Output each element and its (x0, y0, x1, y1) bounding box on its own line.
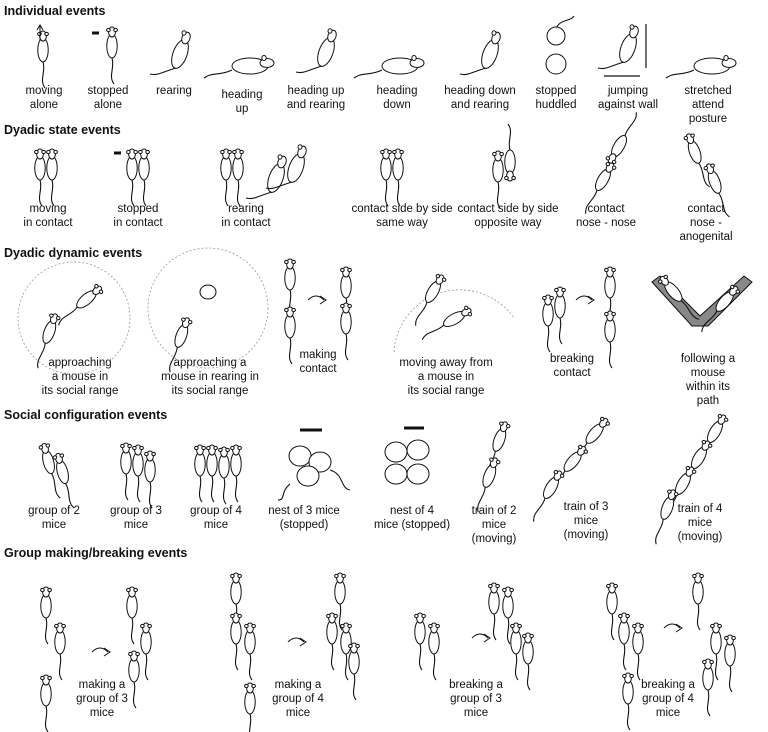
caption-nose-nose: contact nose - nose (575, 203, 637, 229)
caption-heading-down-rearing: heading down and rearing (444, 85, 516, 111)
caption-group-of-2: group of 2 mice (28, 505, 80, 531)
section-title-social-config: Social configuration events (4, 408, 168, 422)
caption-making-contact: making contact (299, 349, 337, 375)
caption-breaking-group-4: breaking a group of 4 mice (641, 679, 695, 719)
caption-nest-of-4: nest of 4 mice (stopped) (373, 505, 451, 531)
caption-rearing-in-contact: rearing in contact (221, 203, 271, 229)
caption-moving-alone: moving alone (25, 85, 63, 111)
caption-train-of-3: train of 3 mice (moving) (563, 501, 609, 541)
caption-stopped-huddled: stopped huddled (535, 85, 577, 111)
section-title-individual: Individual events (4, 4, 106, 18)
caption-approaching: approaching a mouse in its social range (41, 357, 119, 397)
caption-side-by-side-opposite: contact side by side opposite way (457, 203, 559, 229)
caption-stopped-alone: stopped alone (87, 85, 129, 111)
section-title-group-making: Group making/breaking events (4, 546, 188, 560)
caption-rearing: rearing (156, 85, 192, 97)
caption-group-of-4: group of 4 mice (190, 505, 242, 531)
caption-breaking-contact: breaking contact (549, 353, 595, 379)
caption-stopped-in-contact: stopped in contact (113, 203, 163, 229)
caption-group-of-3: group of 3 mice (110, 505, 162, 531)
caption-heading-up-rearing: heading up and rearing (286, 85, 346, 111)
caption-stretched-attend-posture: stretched attend posture (684, 85, 732, 125)
section-title-dyadic-dynamic: Dyadic dynamic events (4, 246, 143, 260)
caption-moving-away: moving away from a mouse in its social r… (399, 357, 493, 397)
caption-train-of-2: train of 2 mice (moving) (471, 505, 517, 545)
caption-moving-in-contact: moving in contact (23, 203, 73, 229)
caption-heading-down: heading down (376, 85, 418, 111)
caption-jumping-against-wall: jumping against wall (597, 85, 659, 111)
caption-side-by-side-same: contact side by side same way (351, 203, 453, 229)
caption-train-of-4: train of 4 mice (moving) (677, 503, 723, 543)
caption-approaching-rearing: approaching a mouse in rearing in its so… (161, 357, 259, 397)
section-title-dyadic-state: Dyadic state events (4, 123, 121, 137)
caption-following: following a mouse within its path (680, 353, 736, 407)
caption-heading-up: heading up (221, 89, 263, 115)
caption-making-group-3: making a group of 3 mice (76, 679, 128, 719)
caption-making-group-4: making a group of 4 mice (272, 679, 324, 719)
caption-breaking-group-3: breaking a group of 3 mice (449, 679, 503, 719)
caption-nest-of-3: nest of 3 mice (stopped) (268, 505, 340, 531)
caption-nose-anogenital: contact nose - anogenital (679, 203, 733, 243)
